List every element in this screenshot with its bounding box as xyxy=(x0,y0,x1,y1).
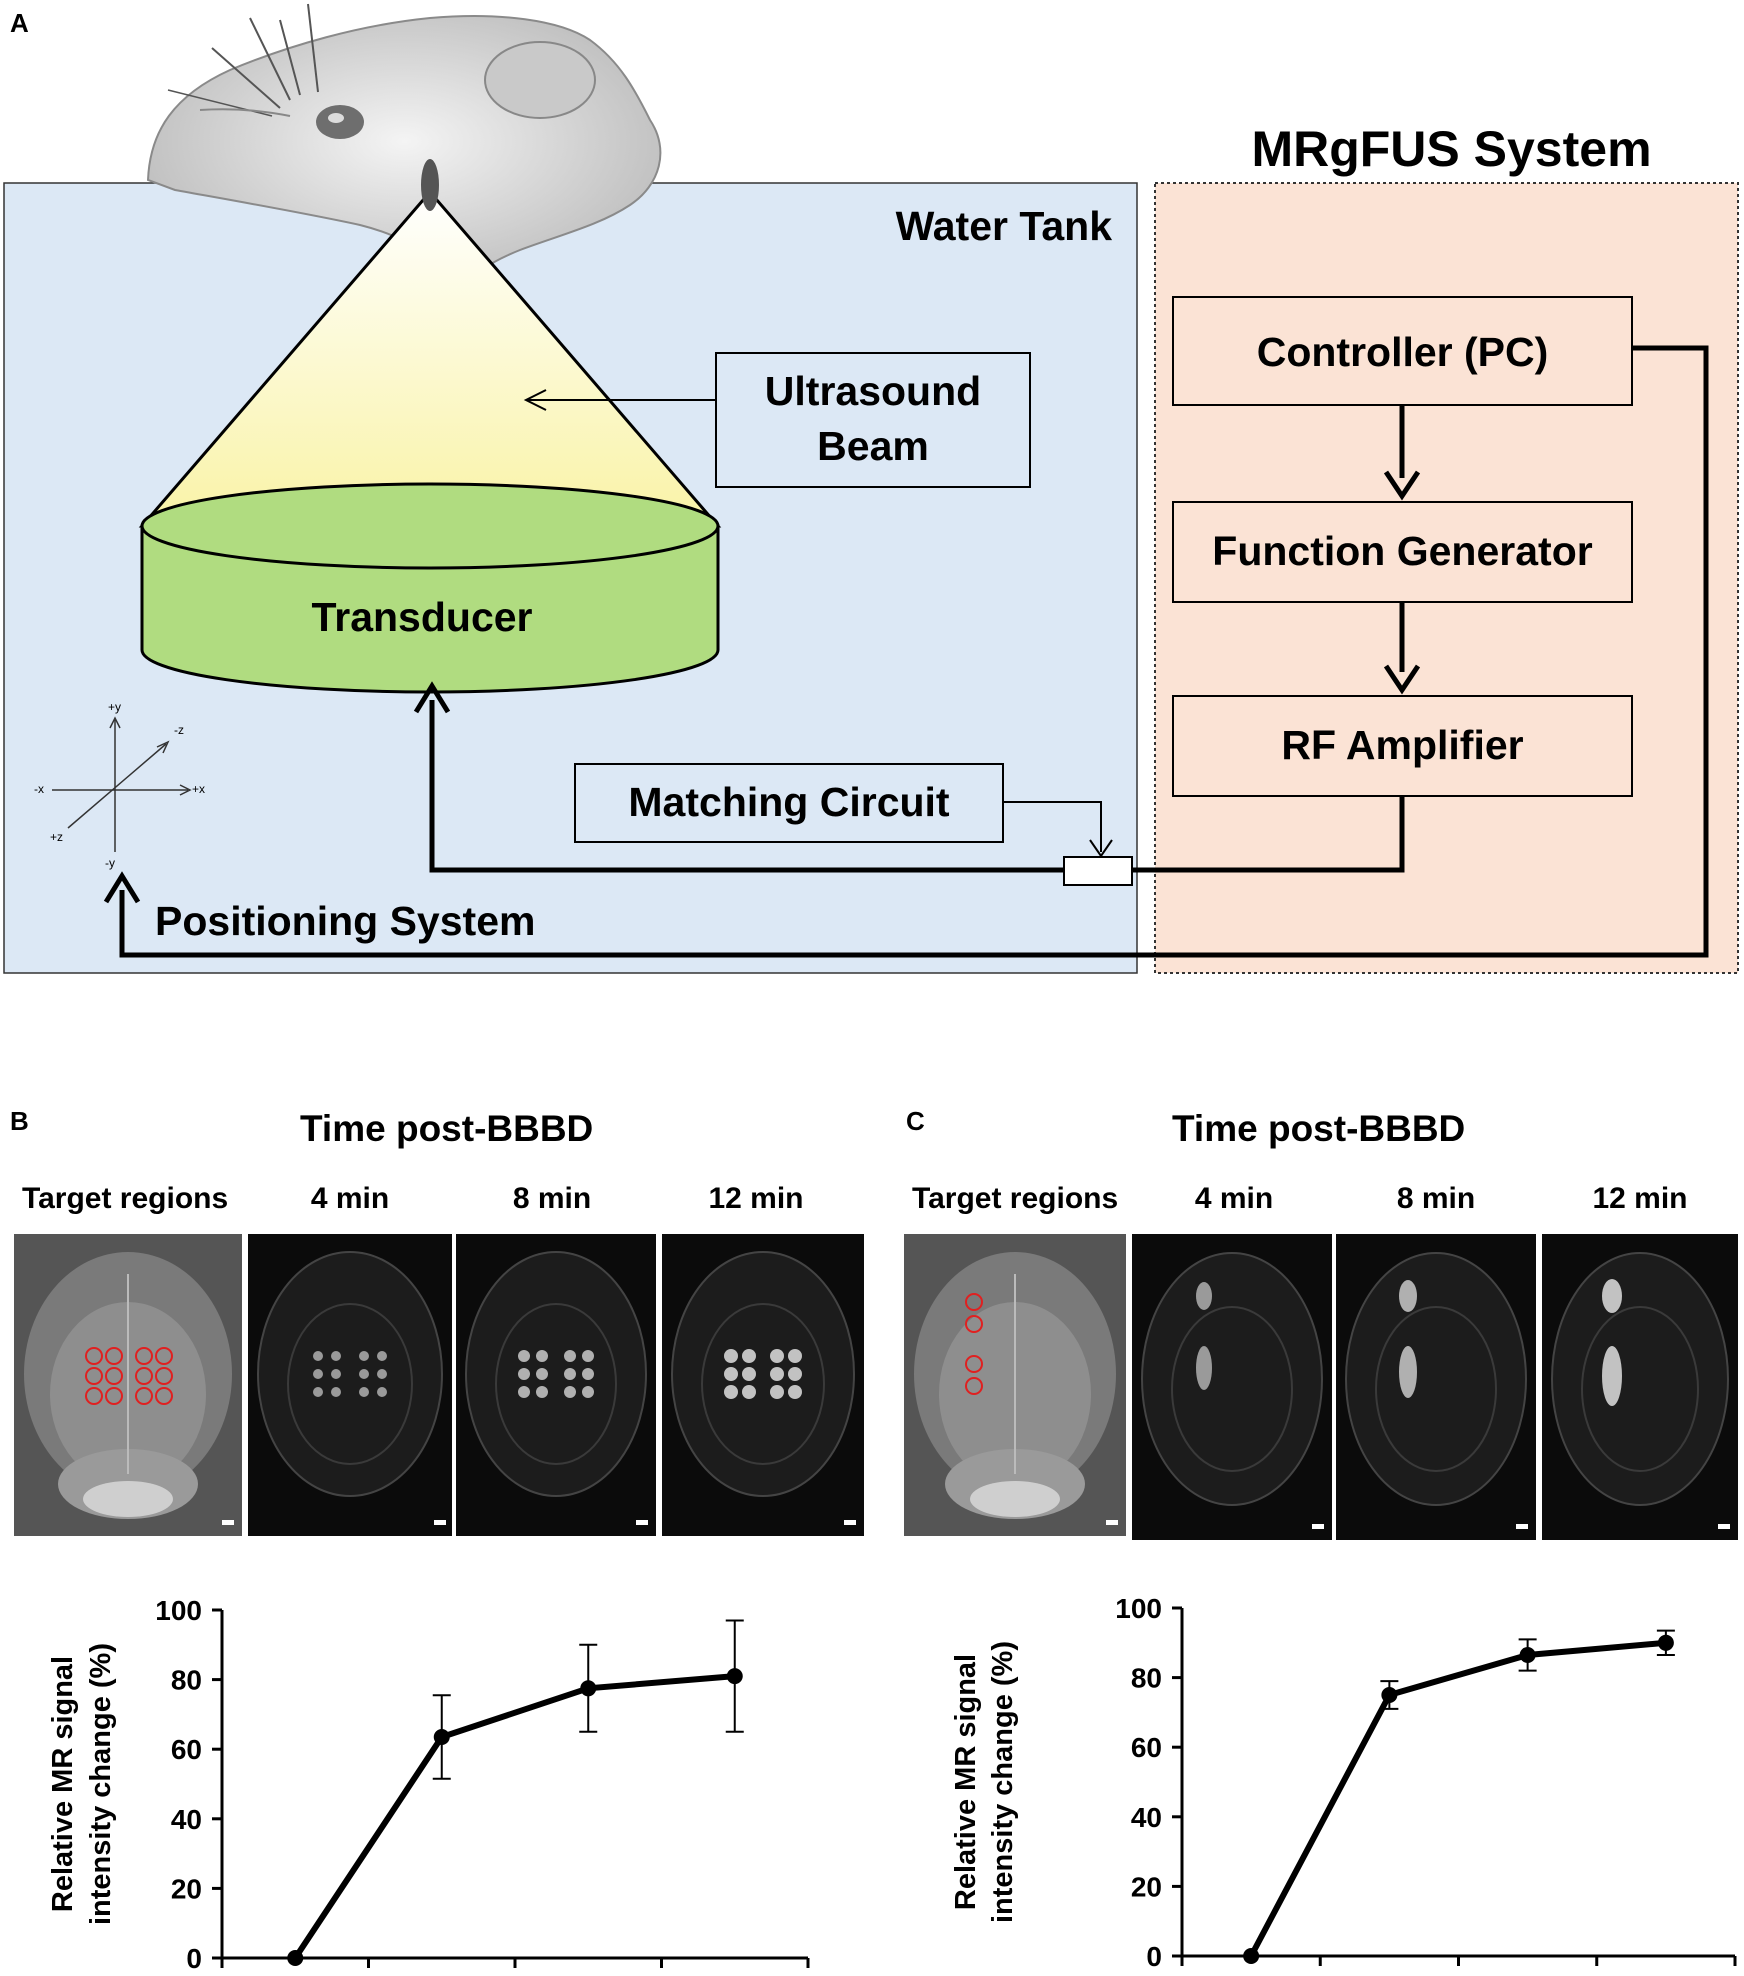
mri-c-target xyxy=(904,1234,1126,1536)
panel-c-col-8min: 8 min xyxy=(1396,1182,1476,1215)
mri-b-8min xyxy=(456,1234,656,1536)
data-point xyxy=(1243,1948,1260,1964)
ultrasound-beam-label-2: Beam xyxy=(817,423,929,469)
axis-label-py: +y xyxy=(108,700,122,714)
mri-c-8min xyxy=(1336,1234,1536,1540)
y-tick-label: 0 xyxy=(1146,1941,1162,1972)
data-point xyxy=(1657,1634,1674,1651)
panel-b-title: Time post-BBBD xyxy=(300,1108,594,1149)
mri-c-4min xyxy=(1132,1234,1332,1540)
axis-label-nx: -x xyxy=(34,782,44,796)
axis-label-nz: -z xyxy=(174,723,184,737)
y-tick-label: 20 xyxy=(1131,1871,1162,1902)
y-tick-label: 100 xyxy=(1115,1593,1162,1624)
y-tick-label: 40 xyxy=(171,1804,202,1835)
axis-label-px: +x xyxy=(192,782,206,796)
axis-label-ny: -y xyxy=(105,856,115,870)
y-tick-label: 60 xyxy=(1131,1732,1162,1763)
panel-c-col-target: Target regions xyxy=(912,1182,1119,1215)
rf-amplifier-label: RF Amplifier xyxy=(1281,722,1524,768)
y-axis-label: intensity change (%) xyxy=(987,1641,1019,1923)
controller-box xyxy=(1172,296,1633,406)
y-axis-label: intensity change (%) xyxy=(85,1643,117,1925)
mri-b-target xyxy=(14,1234,242,1536)
panel-c-col-4min: 4 min xyxy=(1194,1182,1274,1215)
data-point xyxy=(580,1680,597,1697)
y-tick-label: 80 xyxy=(1131,1663,1162,1694)
data-point xyxy=(1381,1687,1398,1703)
ultrasound-beam-box xyxy=(715,352,1031,488)
panel-b-col-4min: 4 min xyxy=(310,1182,390,1215)
panel-b-col-12min: 12 min xyxy=(708,1182,804,1215)
ultrasound-beam-label-1: Ultrasound xyxy=(764,368,982,414)
mrgfus-system-title: MRgFUS System xyxy=(1251,121,1652,177)
transducer-label: Transducer xyxy=(311,594,533,640)
function-generator-label: Function Generator xyxy=(1212,528,1593,574)
panel-a-label: A xyxy=(10,8,29,38)
mri-c-12min xyxy=(1542,1234,1738,1540)
positioning-system-label: Positioning System xyxy=(155,898,536,944)
connector xyxy=(1063,856,1133,886)
focal-spot xyxy=(421,159,439,211)
y-tick-label: 20 xyxy=(171,1873,202,1904)
series-line xyxy=(292,1673,735,1960)
panel-b-col-target: Target regions xyxy=(22,1182,229,1215)
panel-b-label: B xyxy=(10,1106,29,1136)
rat-head-illustration xyxy=(146,3,662,298)
y-tick-label: 40 xyxy=(1131,1802,1162,1833)
axis-label-pz: +z xyxy=(50,830,64,844)
controller-label: Controller (PC) xyxy=(1256,329,1549,375)
matching-circuit-label: Matching Circuit xyxy=(628,779,950,825)
y-axis-label: Relative MR signal xyxy=(950,1654,982,1910)
y-axis-label: Relative MR signal xyxy=(47,1656,79,1912)
y-tick-label: 100 xyxy=(155,1595,202,1626)
data-point xyxy=(726,1668,743,1685)
function-generator-box xyxy=(1172,501,1633,603)
y-tick-label: 80 xyxy=(171,1665,202,1696)
panel-b-col-8min: 8 min xyxy=(512,1182,592,1215)
mri-b-12min xyxy=(662,1234,864,1536)
mri-b-4min xyxy=(248,1234,452,1536)
water-tank-label: Water Tank xyxy=(895,203,1112,249)
panel-c-title: Time post-BBBD xyxy=(1172,1108,1466,1149)
y-tick-label: 0 xyxy=(186,1943,202,1974)
matching-circuit-box xyxy=(574,763,1004,843)
coordinate-axes xyxy=(52,716,192,852)
data-point xyxy=(1519,1646,1536,1663)
data-point xyxy=(287,1950,304,1966)
panel-c-col-12min: 12 min xyxy=(1592,1182,1688,1215)
y-tick-label: 60 xyxy=(171,1734,202,1765)
panel-a-diagram xyxy=(3,3,1739,974)
panel-c-label: C xyxy=(906,1106,925,1136)
data-point xyxy=(433,1729,450,1746)
series-line xyxy=(1248,1639,1667,1958)
